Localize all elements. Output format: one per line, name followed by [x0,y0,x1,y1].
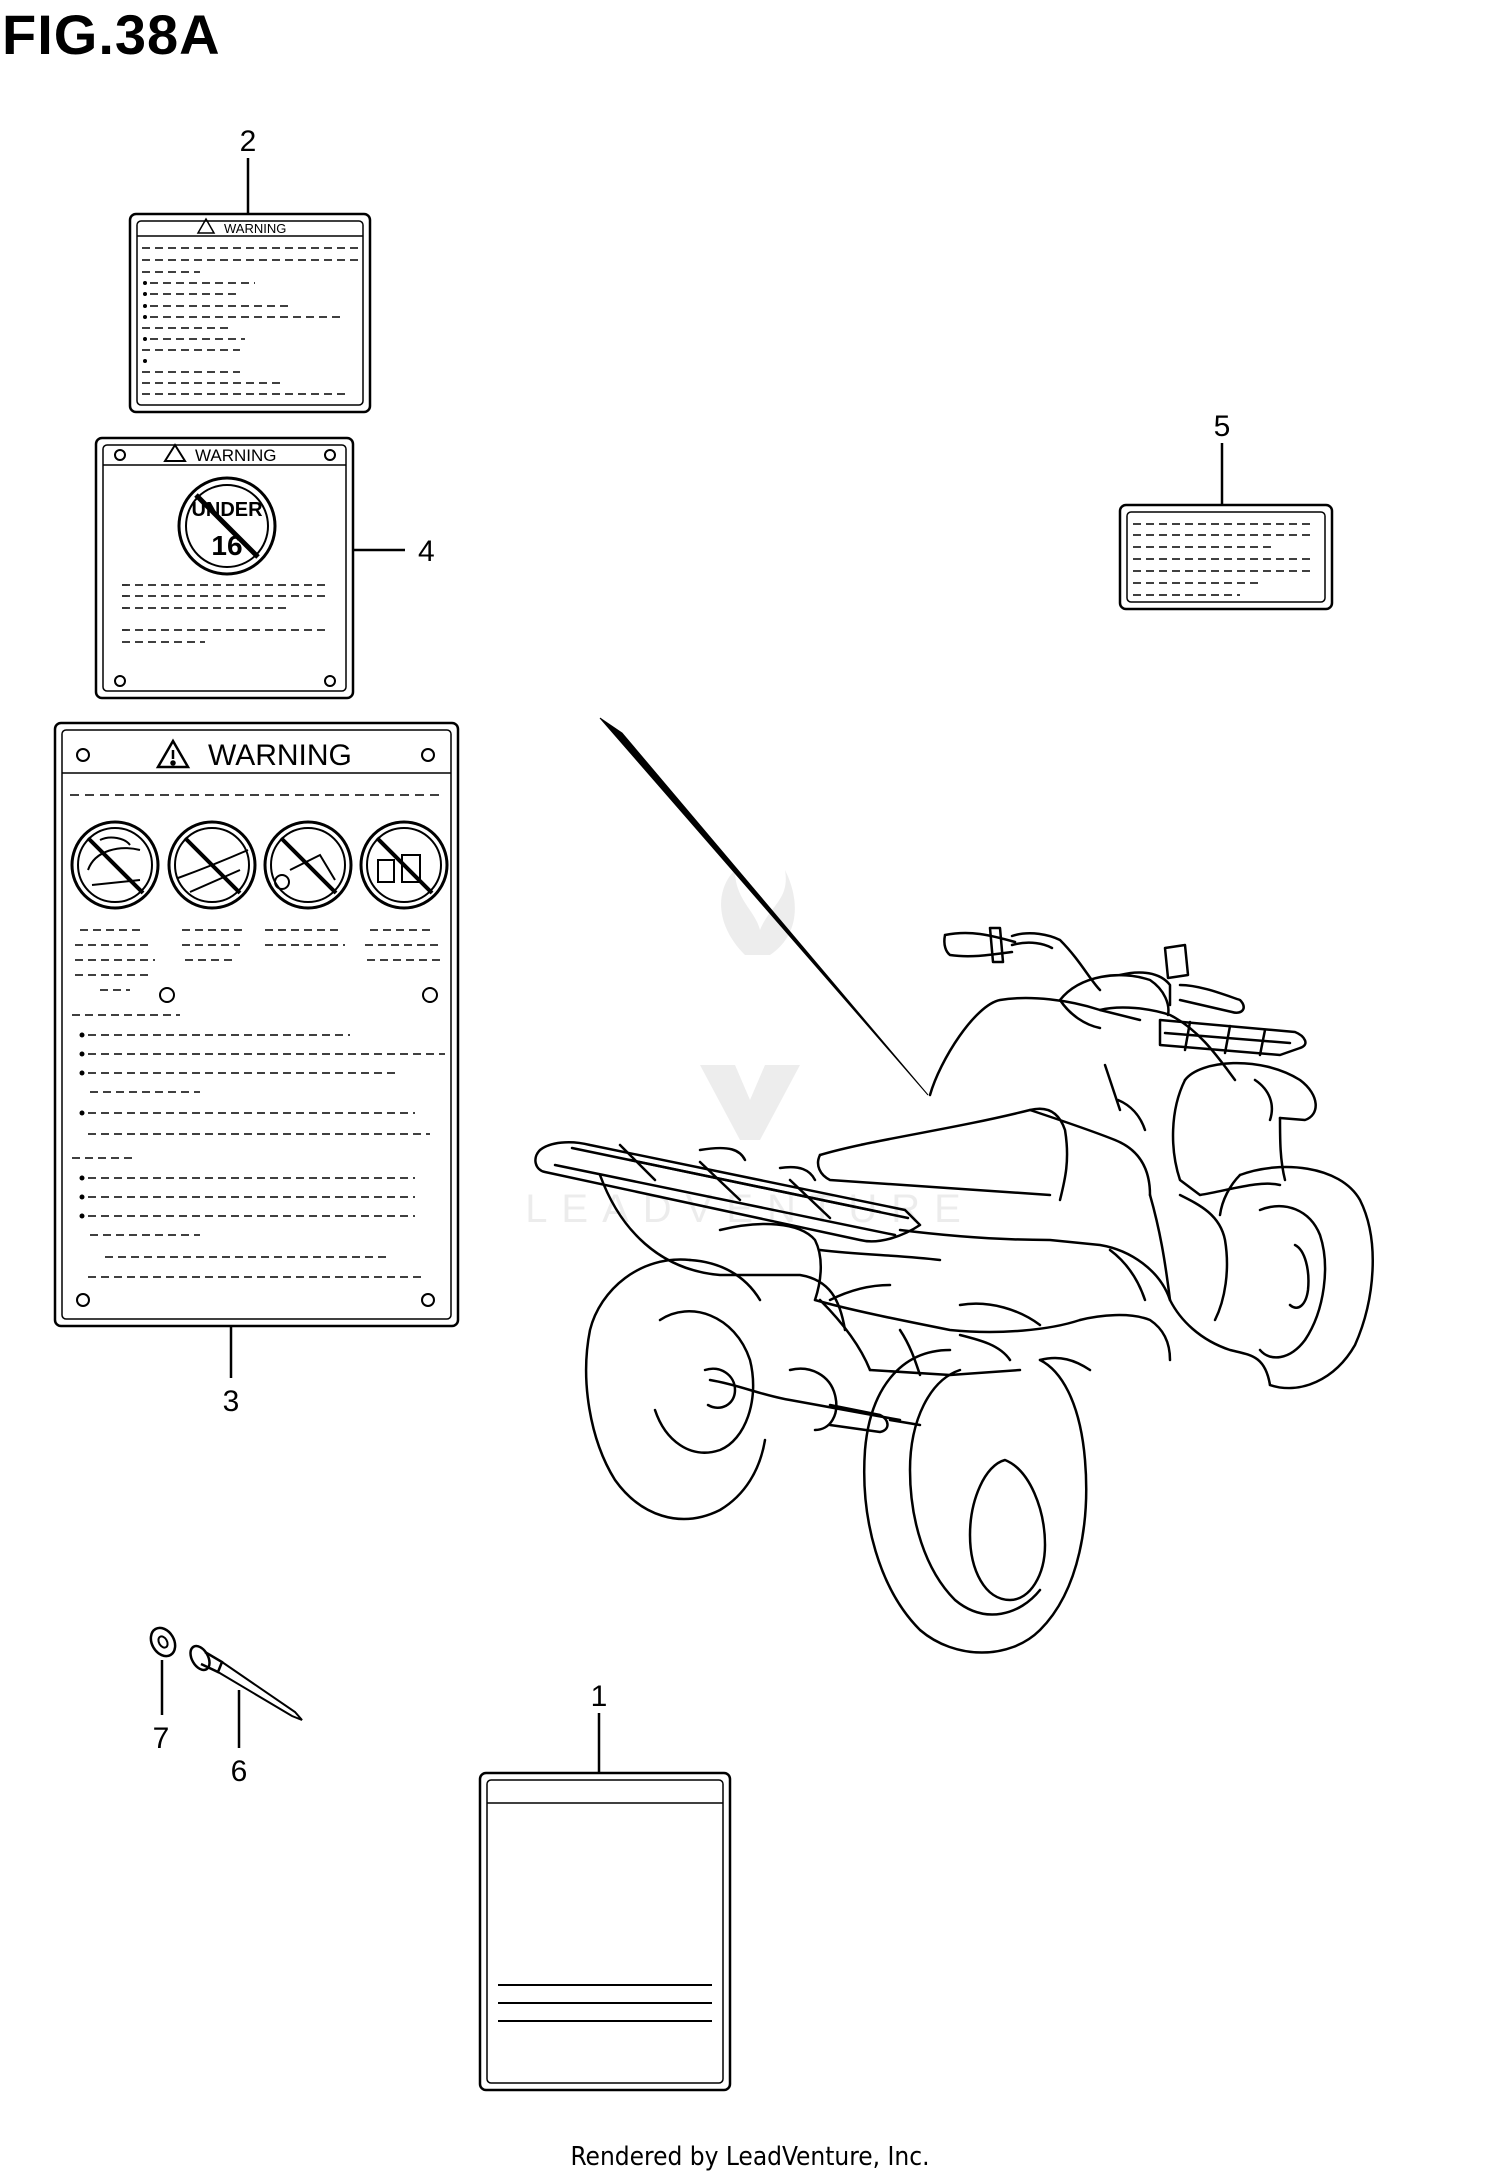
label-4-warning-text: WARNING [195,446,277,465]
label-4-text-lines [122,584,330,643]
label-4-warning-under16[interactable]: WARNING UNDER 16 [94,436,355,700]
callout-5: 5 [1214,410,1231,443]
footer-credit: Rendered by LeadVenture, Inc. [570,2142,930,2172]
watermark: LEADVENTURE [525,870,975,1231]
svg-text:UNDER: UNDER [191,499,263,521]
under-16-prohibition-icon: UNDER 16 [177,476,277,576]
label-2-text-lines [142,247,358,395]
atv-illustration [534,926,1374,1654]
pictogram-no-passenger-icon [70,820,160,910]
warning-triangle-icon [155,738,191,769]
pictogram-no-jumping-icon [263,820,353,910]
callout-1: 1 [591,1680,608,1713]
label-2-warning-text: WARNING [224,221,286,236]
figure-title: FIG.38A [2,3,221,66]
callout-6: 6 [231,1755,248,1788]
watermark-text: LEADVENTURE [525,1187,975,1231]
washer-icon[interactable] [146,1624,180,1661]
warning-triangle-icon [163,443,187,462]
callout-3: 3 [223,1385,240,1418]
label-3-warning-large[interactable]: WARNING [53,721,460,1328]
label-2-warning-small[interactable]: WARNING [128,212,372,414]
label-3-warning-text: WARNING [208,739,352,772]
pointer-wedge [599,717,929,1096]
rivet-icon[interactable] [187,1643,303,1721]
label-1[interactable] [478,1771,732,2092]
label-5-text-lines [1133,523,1315,596]
label-3-text-lines [72,929,445,1278]
pictogram-no-paved-road-icon [167,820,257,910]
label-5[interactable] [1118,503,1334,611]
warning-triangle-icon [196,217,216,234]
pictogram-no-alcohol-icon [359,820,449,910]
callout-7: 7 [153,1722,170,1755]
callout-4: 4 [418,535,435,568]
callout-2: 2 [240,125,257,158]
